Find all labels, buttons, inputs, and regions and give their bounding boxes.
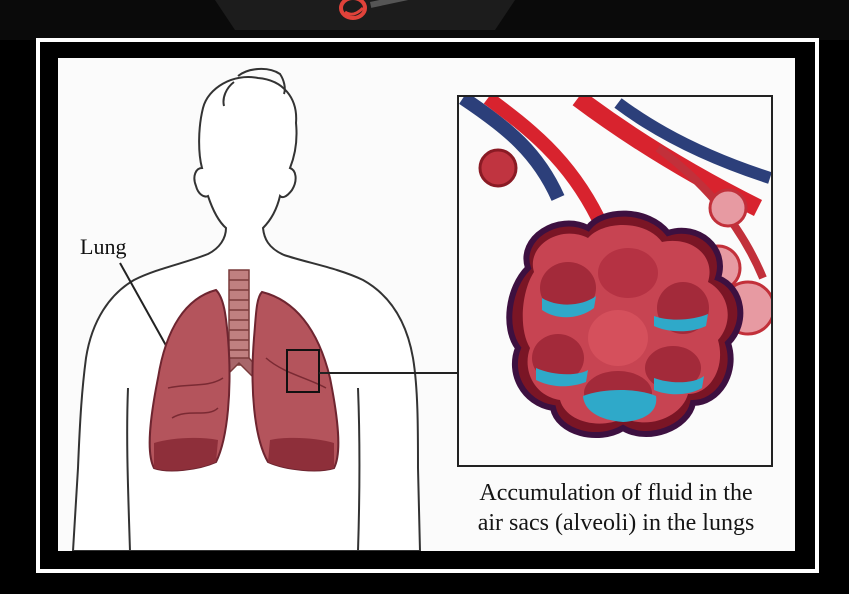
alveoli-cluster-icon — [458, 96, 774, 466]
illustration-panel: Lung Accumulation of fluid in the air sa… — [58, 58, 795, 551]
caption-line-1: Accumulation of fluid in the — [446, 478, 786, 508]
caption-line-2: air sacs (alveoli) in the lungs — [446, 508, 786, 538]
caption: Accumulation of fluid in the air sacs (a… — [446, 478, 786, 538]
lung-label: Lung — [80, 234, 126, 260]
